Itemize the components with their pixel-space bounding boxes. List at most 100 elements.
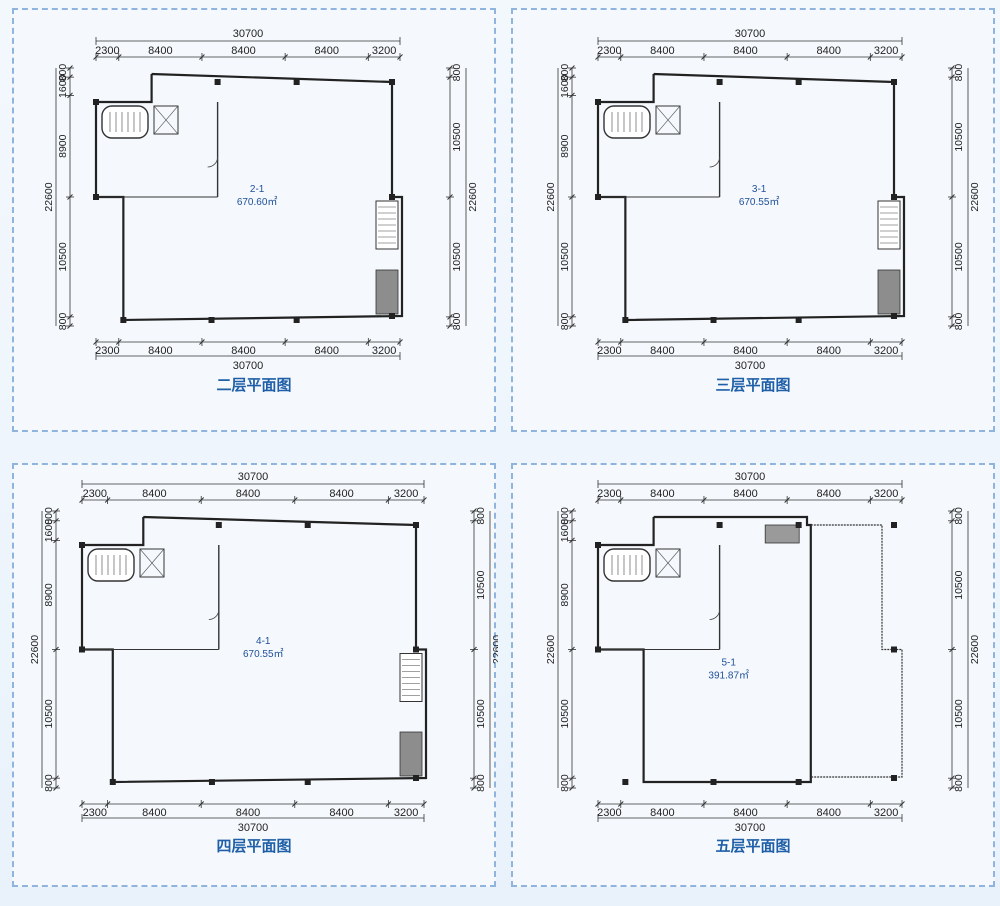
top-segment-dimension: 8400 [329, 488, 353, 500]
bottom-segment-dimension: 8400 [733, 345, 757, 357]
right-segment-dimension: 10500 [451, 242, 463, 271]
bottom-segment-dimension: 3200 [874, 807, 898, 819]
floor-plan-drawing: 2300 8400 8400 8400 3200 30700 2300 8400 8400 840… [545, 471, 981, 834]
floor-caption: 二层平面图 [216, 376, 292, 394]
bottom-segment-dimension: 2300 [83, 807, 107, 819]
bottom-segment-dimension: 8400 [650, 345, 674, 357]
bottom-dimension-chain: 2300 8400 8400 8400 3200 30700 [595, 338, 905, 372]
left-segment-dimension: 10500 [43, 699, 55, 728]
right-segment-dimension: 10500 [953, 570, 965, 599]
top-segment-dimension: 8400 [142, 488, 166, 500]
building-walls [80, 515, 428, 784]
left-segment-dimension: 1600 [57, 74, 69, 98]
right-segment-dimension: 800 [475, 774, 487, 792]
right-segment-dimension: 10500 [953, 699, 965, 728]
bottom-total-dimension: 30700 [735, 360, 766, 372]
top-segment-dimension: 8400 [816, 488, 840, 500]
bottom-segment-dimension: 8400 [650, 807, 674, 819]
left-segment-dimension: 800 [559, 774, 571, 792]
right-segment-dimension: 800 [451, 64, 463, 82]
unit-area-label: 670.55㎡ [243, 648, 284, 660]
right-segment-dimension: 800 [953, 313, 965, 331]
bottom-segment-dimension: 2300 [597, 807, 621, 819]
structural-columns [595, 522, 897, 785]
top-segment-dimension: 2300 [597, 488, 621, 500]
building-walls [596, 515, 903, 784]
top-total-dimension: 30700 [735, 28, 766, 40]
top-segment-dimension: 3200 [874, 488, 898, 500]
unit-id-label: 4-1 [256, 636, 271, 647]
unit-area-label: 391.87㎡ [708, 669, 749, 681]
top-total-dimension: 30700 [238, 471, 269, 483]
left-segment-dimension: 8900 [559, 134, 571, 158]
top-total-dimension: 30700 [735, 471, 766, 483]
bottom-total-dimension: 30700 [233, 360, 264, 372]
structural-columns [93, 79, 395, 323]
bottom-dimension-chain: 2300 8400 8400 8400 3200 30700 [79, 800, 427, 834]
bottom-segment-dimension: 8400 [329, 807, 353, 819]
top-segment-dimension: 8400 [650, 45, 674, 57]
top-segment-dimension: 2300 [597, 45, 621, 57]
bottom-segment-dimension: 8400 [314, 345, 338, 357]
left-segment-dimension: 10500 [57, 242, 69, 271]
floor-caption: 五层平面图 [715, 837, 791, 855]
bottom-total-dimension: 30700 [238, 822, 269, 834]
right-segment-dimension: 800 [475, 507, 487, 525]
right-segment-dimension: 10500 [953, 122, 965, 151]
top-segment-dimension: 8400 [148, 45, 172, 57]
structural-columns [79, 522, 419, 785]
left-segment-dimension: 800 [57, 64, 69, 82]
bottom-segment-dimension: 8400 [236, 807, 260, 819]
left-segment-dimension: 8900 [57, 134, 69, 158]
right-segment-dimension: 10500 [451, 122, 463, 151]
top-segment-dimension: 8400 [231, 45, 255, 57]
bottom-segment-dimension: 8400 [231, 345, 255, 357]
left-segment-dimension: 1600 [559, 74, 571, 98]
right-segment-dimension: 10500 [475, 570, 487, 599]
right-total-dimension: 22600 [969, 635, 981, 664]
bottom-segment-dimension: 2300 [95, 345, 119, 357]
unit-id-label: 3-1 [752, 184, 767, 195]
bottom-segment-dimension: 8400 [733, 807, 757, 819]
bottom-segment-dimension: 3200 [394, 807, 418, 819]
top-segment-dimension: 8400 [314, 45, 338, 57]
top-segment-dimension: 8400 [733, 488, 757, 500]
floor-caption: 三层平面图 [715, 376, 791, 394]
bottom-total-dimension: 30700 [735, 822, 766, 834]
unit-area-label: 670.55㎡ [739, 196, 780, 208]
bottom-segment-dimension: 2300 [597, 345, 621, 357]
left-segment-dimension: 10500 [559, 242, 571, 271]
unit-area-label: 670.60㎡ [237, 196, 278, 208]
bottom-segment-dimension: 8400 [816, 807, 840, 819]
left-segment-dimension: 8900 [559, 583, 571, 607]
left-segment-dimension: 1600 [43, 519, 55, 543]
bottom-segment-dimension: 8400 [816, 345, 840, 357]
left-segment-dimension: 800 [43, 507, 55, 525]
top-segment-dimension: 3200 [874, 45, 898, 57]
right-segment-dimension: 10500 [953, 242, 965, 271]
top-segment-dimension: 2300 [95, 45, 119, 57]
right-total-dimension: 22600 [467, 182, 479, 211]
bottom-dimension-chain: 2300 8400 8400 8400 3200 30700 [595, 800, 905, 834]
bottom-segment-dimension: 8400 [142, 807, 166, 819]
left-segment-dimension: 800 [559, 64, 571, 82]
right-segment-dimension: 800 [953, 64, 965, 82]
left-total-dimension: 22600 [545, 182, 557, 211]
bottom-segment-dimension: 3200 [874, 345, 898, 357]
bottom-segment-dimension: 3200 [372, 345, 396, 357]
top-segment-dimension: 8400 [650, 488, 674, 500]
unit-id-label: 5-1 [721, 657, 736, 668]
